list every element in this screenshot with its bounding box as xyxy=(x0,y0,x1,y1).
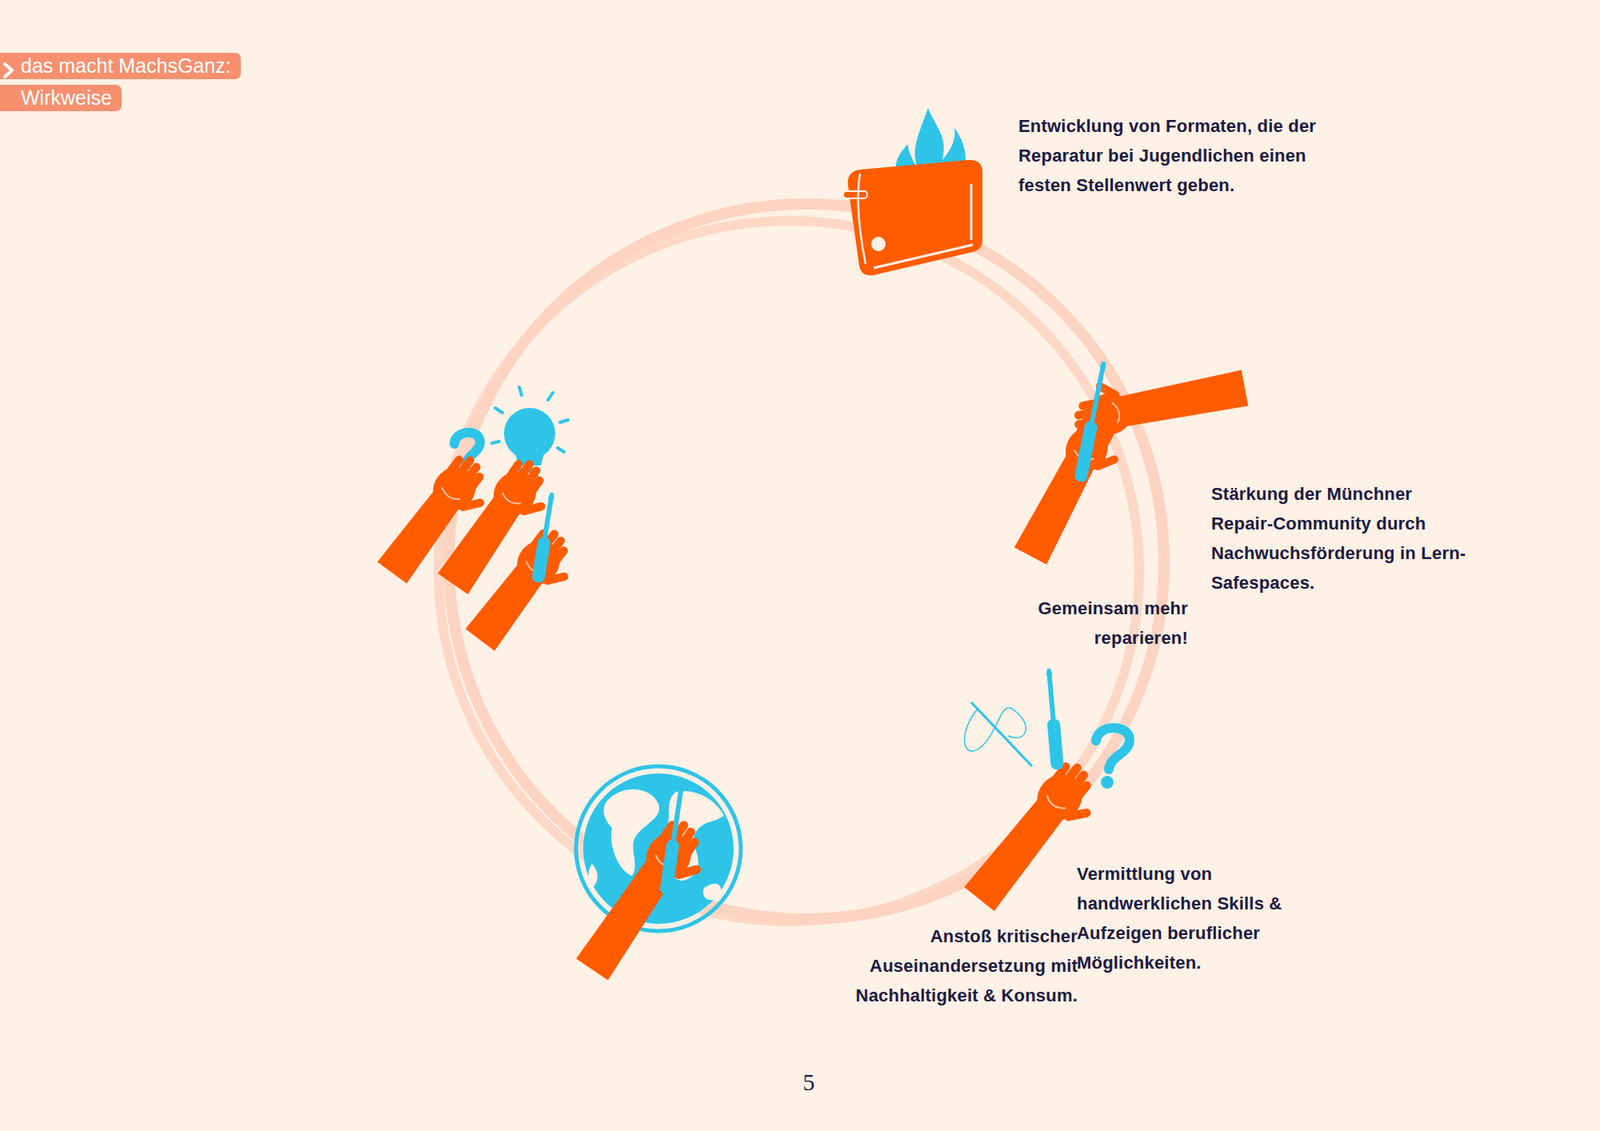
toaster-icon xyxy=(843,108,983,276)
chevron-icon xyxy=(2,61,16,80)
screwdriver-icon xyxy=(531,492,559,584)
hand-icon xyxy=(574,812,721,991)
globe-icon xyxy=(576,766,741,932)
hand-icon xyxy=(464,521,589,662)
step-text: Gemeinsam mehr reparieren! xyxy=(1016,593,1188,653)
question-mark-icon xyxy=(454,432,1130,789)
section-tag: das macht MachsGanz: Wirkweise xyxy=(0,52,241,112)
step-text: Vermittlung von handwerklichen Skills & … xyxy=(1076,859,1325,978)
screwdriver-icon xyxy=(659,784,688,896)
hand-icon xyxy=(1012,408,1135,572)
needle-thread-icon xyxy=(964,702,1032,767)
step-text: Entwicklung von Formaten, die der Repara… xyxy=(1018,111,1339,200)
screwdriver-icon xyxy=(1073,360,1111,483)
page-number: 5 xyxy=(796,1068,821,1096)
step-text: Stärkung der Münchner Repair-Community d… xyxy=(1211,479,1468,598)
step-text: Anstoß kritischer Auseinandersetzung mit… xyxy=(817,921,1078,1011)
screwdriver-icon xyxy=(1042,668,1064,770)
cycle-ring xyxy=(438,220,1140,922)
